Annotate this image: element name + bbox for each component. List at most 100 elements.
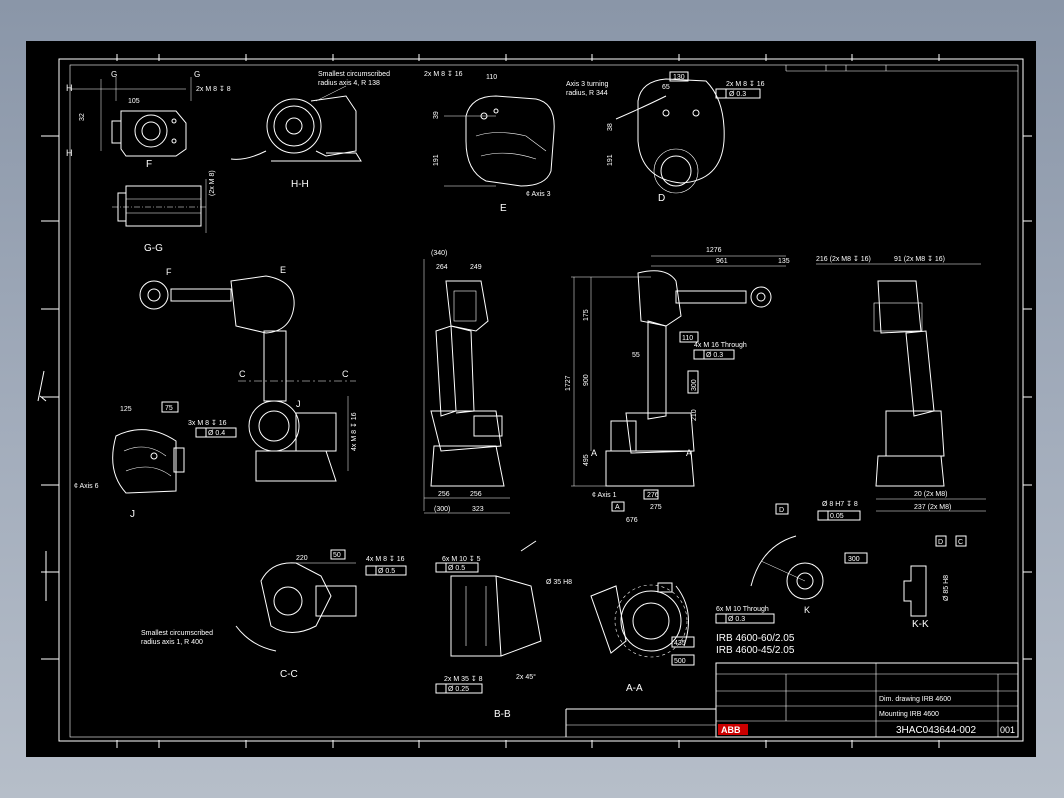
front-view-robot: (340) 264 249 256 256 (300) 323 [423, 250, 510, 514]
svg-text:38: 38 [607, 123, 614, 131]
note-axis1-b: radius axis 1, R 400 [141, 639, 203, 646]
title-field-1: Dim. drawing IRB 4600 [879, 696, 951, 703]
svg-text:2x M 8 ↧ 16: 2x M 8 ↧ 16 [726, 81, 765, 88]
edge-marks [37, 370, 47, 601]
dim-237: 237 (2x M8) [914, 504, 951, 511]
title-field-2: Mounting IRB 4600 [879, 711, 939, 718]
view-cc-label: C-C [280, 669, 298, 680]
grid-ticks [41, 54, 1032, 748]
svg-text:G: G [194, 70, 200, 79]
dim-900: 900 [583, 374, 590, 386]
note-through-2: 6x M 10 Through [716, 606, 769, 613]
svg-text:32: 32 [79, 113, 86, 121]
svg-text:39: 39 [433, 111, 440, 119]
dim-135: 135 [778, 258, 790, 265]
view-aa-label: A-A [626, 683, 643, 694]
svg-text:4x M 8 ↧ 16: 4x M 8 ↧ 16 [351, 412, 358, 451]
dim-20: 20 (2x M8) [914, 491, 947, 498]
view-d: 130 65 Axis 3 turning radius, R 344 2x M… [566, 71, 765, 204]
svg-text:C: C [239, 369, 246, 379]
dim-495: 495 [583, 454, 590, 466]
view-f-label: F [146, 159, 152, 170]
view-kk: D C Ø 85 H8 K-K [903, 535, 967, 630]
dim-91: 91 (2x M8 ↧ 16) [894, 256, 945, 263]
svg-text:191: 191 [607, 154, 614, 166]
svg-text:F: F [166, 267, 172, 277]
svg-text:A: A [591, 448, 597, 458]
svg-text:(300): (300) [434, 506, 450, 513]
revision-strip [785, 65, 1018, 72]
dim-500: 500 [674, 658, 686, 665]
note-axis3: ¢ Axis 3 [526, 191, 551, 198]
dim-256b: 256 [470, 491, 482, 498]
svg-text:A: A [615, 504, 620, 511]
dim-275: 275 [650, 504, 662, 511]
view-gg-label: G-G [144, 243, 163, 254]
dim-249: 249 [470, 264, 482, 271]
note-turning-b: radius, R 344 [566, 90, 608, 97]
rear-view-robot: 216 (2x M8 ↧ 16) 91 (2x M8 ↧ 16) 20 (2x … [816, 256, 986, 512]
svg-text:2x M 35 ↧ 8: 2x M 35 ↧ 8 [444, 676, 483, 683]
svg-text:C: C [958, 539, 963, 546]
view-kk-label: K-K [912, 619, 929, 630]
svg-text:J: J [296, 399, 301, 409]
company-logo-text: ABB [721, 725, 741, 735]
dim-300c: 300 [848, 556, 860, 563]
note-axis4: Smallest circumscribed [318, 71, 390, 78]
dim-85: Ø 85 H8 [943, 575, 950, 601]
svg-text:C: C [342, 369, 349, 379]
note-through: 4x M 16 Through [694, 342, 747, 349]
note-axis4b: radius axis 4, R 138 [318, 80, 380, 87]
svg-text:(2x M 8): (2x M 8) [209, 170, 216, 196]
note-axis6: ¢ Axis 6 [74, 483, 99, 490]
dim-300: 300 [691, 379, 698, 391]
tol-d: Ø 0.3 [729, 91, 746, 98]
tol-side: Ø 0.3 [706, 352, 723, 359]
abb-logo [718, 724, 748, 735]
tol-bb2: Ø 0.25 [448, 686, 469, 693]
dim-220: 220 [296, 555, 308, 562]
dim-676: 676 [626, 517, 638, 524]
svg-text:H: H [66, 83, 73, 93]
view-e-label: E [500, 203, 507, 214]
dim-35: Ø 35 H8 [546, 579, 572, 586]
svg-text:Ø 8 H7 ↧ 8: Ø 8 H7 ↧ 8 [822, 501, 858, 508]
tol-j: Ø 0.4 [208, 430, 225, 437]
dim-110: 110 [682, 335, 693, 342]
svg-text:2x M 8 ↧ 8: 2x M 8 ↧ 8 [196, 86, 231, 93]
note-axis1-a: Smallest circumscribed [141, 630, 213, 637]
dim-216: 216 (2x M8 ↧ 16) [816, 256, 871, 263]
svg-text:105: 105 [128, 98, 140, 105]
dim-65: 65 [662, 84, 670, 91]
svg-text:A: A [686, 448, 692, 458]
svg-text:6x M 10 ↧ 5: 6x M 10 ↧ 5 [442, 556, 481, 563]
tol-k: 0.05 [830, 513, 844, 520]
svg-text:3x M 8 ↧ 16: 3x M 8 ↧ 16 [188, 420, 227, 427]
inner-border [69, 64, 1019, 738]
dim-50: 50 [333, 552, 341, 559]
view-j-label: J [130, 509, 135, 520]
model-line-1: IRB 4600-60/2.05 [716, 633, 795, 644]
dim-435: 435 [674, 640, 686, 647]
view-k-label: K [804, 605, 810, 615]
view-a-a: Ø 35 H8 435 500 A-A [546, 579, 695, 694]
svg-text:D: D [938, 539, 943, 546]
dim-1276: 1276 [706, 247, 722, 254]
dim-264: 264 [436, 264, 448, 271]
view-k: 300 D Ø 8 H7 ↧ 8 0.05 6x M 10 Through Ø … [715, 501, 868, 624]
svg-text:110: 110 [486, 74, 497, 81]
view-c-c: 220 50 4x M 8 ↧ 16 Ø 0.5 Smallest circum… [141, 549, 407, 680]
side-view-robot: 1276 961 135 1727 175 900 495 110 55 4x … [565, 247, 790, 524]
dim-1727: 1727 [565, 375, 572, 391]
model-line-2: IRB 4600-45/2.05 [716, 645, 795, 656]
dim-125: 125 [120, 406, 132, 413]
dim-323: 323 [472, 506, 484, 513]
document-number: 3HAC043644-002 [896, 725, 976, 736]
view-h-h: Smallest circumscribed radius axis 4, R … [230, 71, 390, 190]
inner-frame [58, 58, 1024, 742]
dim-961: 961 [716, 258, 728, 265]
